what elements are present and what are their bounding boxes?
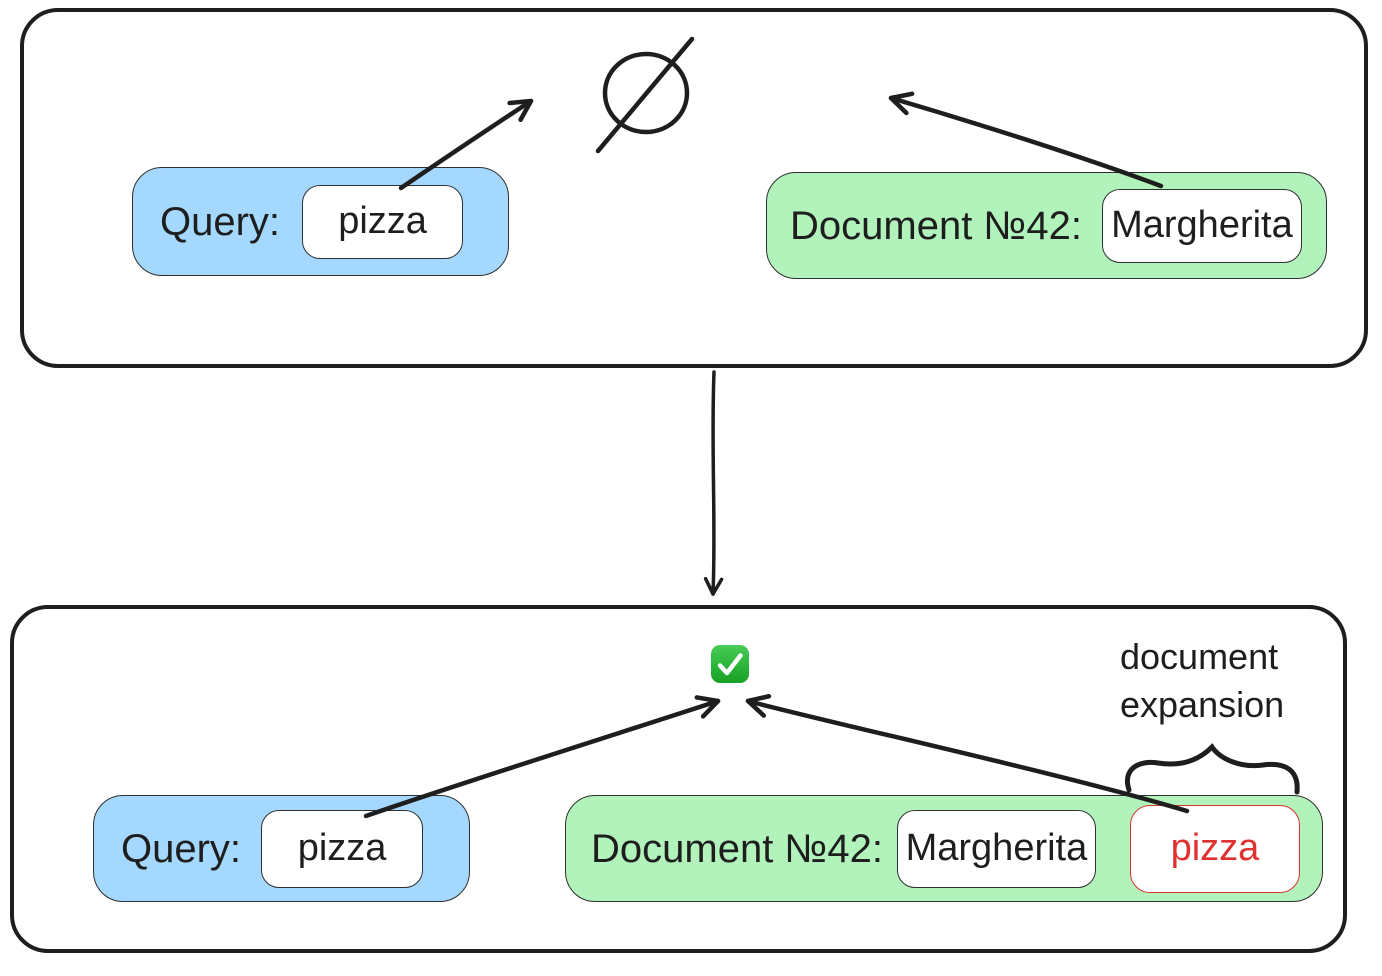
- bottom-document-term-box: Margherita: [896, 809, 1096, 888]
- top-document-label: Document №42:: [790, 203, 1082, 248]
- check-mark-glyph: [717, 653, 743, 676]
- bottom-query-chip: Query: pizza: [93, 795, 470, 902]
- top-query-term: pizza: [338, 200, 427, 242]
- bottom-document-label: Document №42:: [591, 826, 883, 871]
- bottom-query-label: Query:: [121, 826, 242, 871]
- top-query-label: Query:: [160, 199, 281, 244]
- top-panel-no-match: Query: pizza Document №42: Margherita: [20, 8, 1368, 368]
- top-query-chip: Query: pizza: [132, 167, 509, 276]
- panel-connector-arrow: [703, 370, 724, 596]
- bottom-document-chip: Document №42: Margherita pizza: [565, 795, 1323, 902]
- document-expansion-line2: expansion: [1120, 684, 1285, 725]
- document-expansion-line1: document: [1120, 636, 1279, 677]
- top-query-term-box: pizza: [302, 184, 464, 259]
- expansion-term: pizza: [1170, 827, 1260, 869]
- bottom-document-term: Margherita: [905, 827, 1088, 869]
- top-document-term-box: Margherita: [1101, 188, 1302, 263]
- bottom-query-term: pizza: [297, 827, 387, 869]
- top-document-chip: Document №42: Margherita: [766, 172, 1327, 279]
- bottom-query-term-box: pizza: [261, 809, 424, 888]
- expansion-term-box: pizza: [1129, 804, 1300, 893]
- document-expansion-label: document expansion: [1120, 633, 1284, 729]
- check-mark-icon: [711, 645, 749, 683]
- top-document-term: Margherita: [1111, 204, 1293, 246]
